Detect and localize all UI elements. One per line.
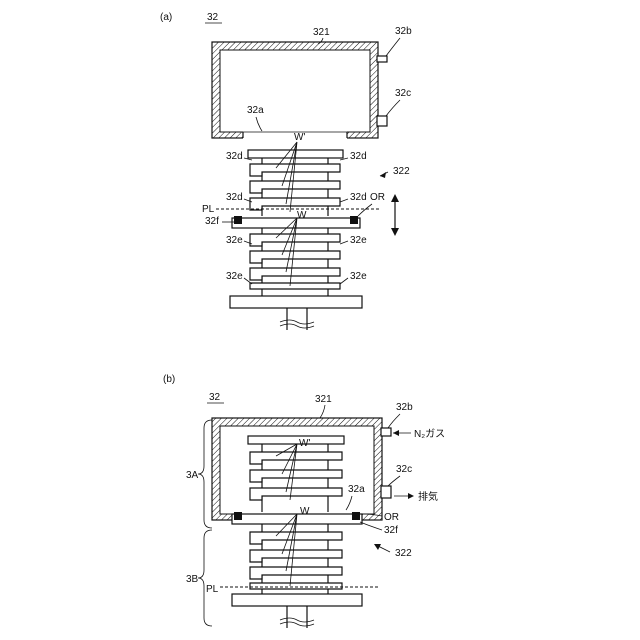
label-322-b: 322 — [395, 548, 412, 559]
label-32e-1: 32e — [226, 235, 243, 246]
label-3a: 3A — [186, 470, 199, 481]
label-32e-3: 32e — [226, 271, 243, 282]
label-3b: 3B — [186, 574, 199, 585]
label-32: 32 — [207, 12, 219, 23]
label-32b: 32b — [395, 26, 412, 37]
label-wafer-bottom: W — [297, 210, 307, 221]
label-32e-4: 32e — [350, 271, 367, 282]
label-32b-b: 32b — [396, 402, 413, 413]
label-32d-1: 32d — [226, 151, 243, 162]
label-321-b: 321 — [315, 394, 332, 405]
panel-a-tag: (a) — [160, 12, 172, 23]
label-32f: 32f — [205, 216, 219, 227]
label-32c-b: 32c — [396, 464, 412, 475]
exhaust-label: 排気 — [418, 490, 438, 503]
seal-left — [234, 216, 242, 224]
label-or-b: OR — [384, 512, 399, 523]
label-32f-b: 32f — [384, 525, 398, 536]
label-32-b: 32 — [209, 392, 221, 403]
lower-wafer-slots — [250, 234, 340, 289]
label-32e-2: 32e — [350, 235, 367, 246]
brace-3b — [198, 530, 212, 626]
label-or: OR — [370, 192, 385, 203]
seal-right — [350, 216, 358, 224]
label-pl: PL — [202, 204, 215, 215]
label-wafer-top: W' — [294, 132, 305, 143]
label-32c: 32c — [395, 88, 411, 99]
label-322: 322 — [393, 166, 410, 177]
brace-3a — [198, 420, 212, 528]
label-32d-4: 32d — [350, 192, 367, 203]
chamber-321 — [212, 42, 378, 139]
exhaust-port-32c-b — [381, 486, 391, 498]
label-32a: 32a — [247, 105, 264, 116]
label-32d-2: 32d — [350, 151, 367, 162]
gas-port-32b — [377, 56, 387, 62]
boat-base — [230, 296, 362, 308]
exhaust-port-32c — [377, 116, 387, 126]
label-321: 321 — [313, 27, 330, 38]
panel-b: (b) 32 321 32b N₂ガス 32c 排気 — [163, 374, 445, 628]
gas-port-32b-b — [381, 428, 391, 436]
vertical-motion-arrow — [391, 194, 399, 236]
label-pl-b: PL — [206, 584, 219, 595]
label-wafer-top-b: W' — [299, 438, 310, 449]
boat-322 — [230, 150, 362, 330]
label-wafer-bottom-b: W — [300, 506, 310, 517]
panel-b-tag: (b) — [163, 374, 175, 385]
chamber-321-b — [212, 418, 382, 520]
panel-a: (a) 32 321 32b 32c 32a — [160, 12, 412, 330]
label-32a-b: 32a — [348, 484, 365, 495]
label-32d-3: 32d — [226, 192, 243, 203]
upper-wafer-slots — [250, 164, 340, 210]
gas-in-label: N₂ガス — [414, 428, 445, 440]
